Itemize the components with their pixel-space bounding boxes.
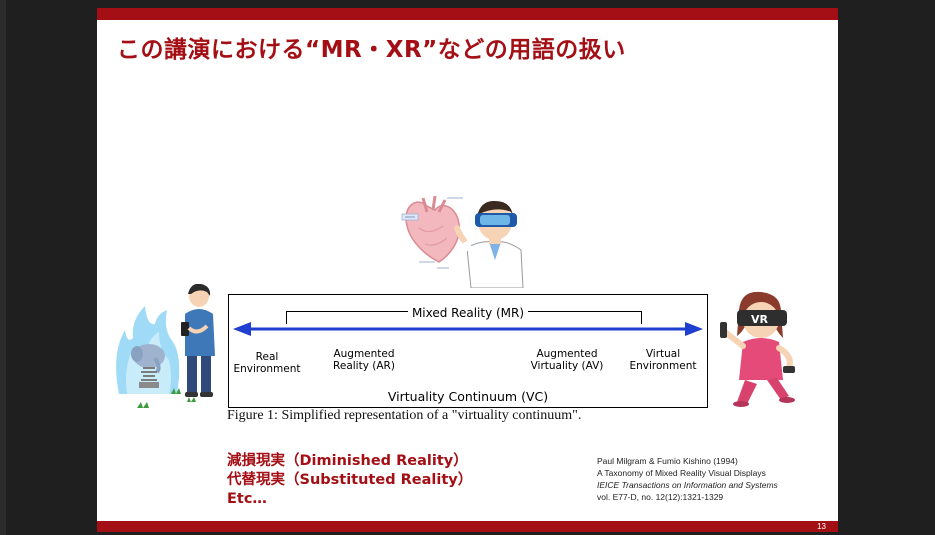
virtuality-continuum-diagram: Mixed Reality (MR) Real Environment Augm… — [228, 294, 708, 408]
vr-headset-label: VR — [751, 313, 769, 326]
slide-bottom-bar: 13 — [97, 521, 838, 532]
presentation-slide: この講演における“MR・XR”などの用語の扱い — [97, 8, 838, 532]
real-environment-label: Real Environment — [233, 351, 301, 375]
term-substituted-reality: 代替現実（Substituted Reality） — [227, 472, 473, 488]
doctor-hologram-illustration — [401, 195, 524, 288]
citation-title: A Taxonomy of Mixed Reality Visual Displ… — [597, 468, 766, 478]
citation-authors: Paul Milgram & Fumio Kishino (1994) — [597, 456, 738, 466]
figure-caption: Figure 1: Simplified representation of a… — [227, 408, 582, 423]
citation-journal: IEICE Transactions on Information and Sy… — [597, 480, 778, 490]
vr-headset-illustration: VR — [720, 291, 795, 407]
page-number: 13 — [817, 522, 826, 531]
virtuality-continuum-label: Virtuality Continuum (VC) — [387, 389, 549, 404]
citation: Paul Milgram & Fumio Kishino (1994) A Ta… — [597, 455, 778, 503]
term-diminished-reality: 減損現実（Diminished Reality） — [227, 453, 468, 469]
window-left-edge — [0, 0, 6, 535]
term-etc: Etc… — [227, 491, 267, 507]
continuum-arrow — [233, 322, 703, 336]
augmented-virtuality-label: Augmented Virtuality (AV) — [530, 348, 604, 372]
virtual-environment-label: Virtual Environment — [629, 348, 697, 372]
slide-title: この講演における“MR・XR”などの用語の扱い — [117, 37, 626, 63]
augmented-reality-label: Augmented Reality (AR) — [333, 348, 395, 372]
citation-volume: vol. E77-D, no. 12(12):1321-1329 — [597, 492, 724, 502]
ar-smartphone-illustration — [116, 284, 215, 408]
mixed-reality-label: Mixed Reality (MR) — [407, 306, 529, 320]
slide-top-bar — [97, 8, 838, 20]
terms-list: 減損現実（Diminished Reality） 代替現実（Substitute… — [227, 452, 472, 509]
